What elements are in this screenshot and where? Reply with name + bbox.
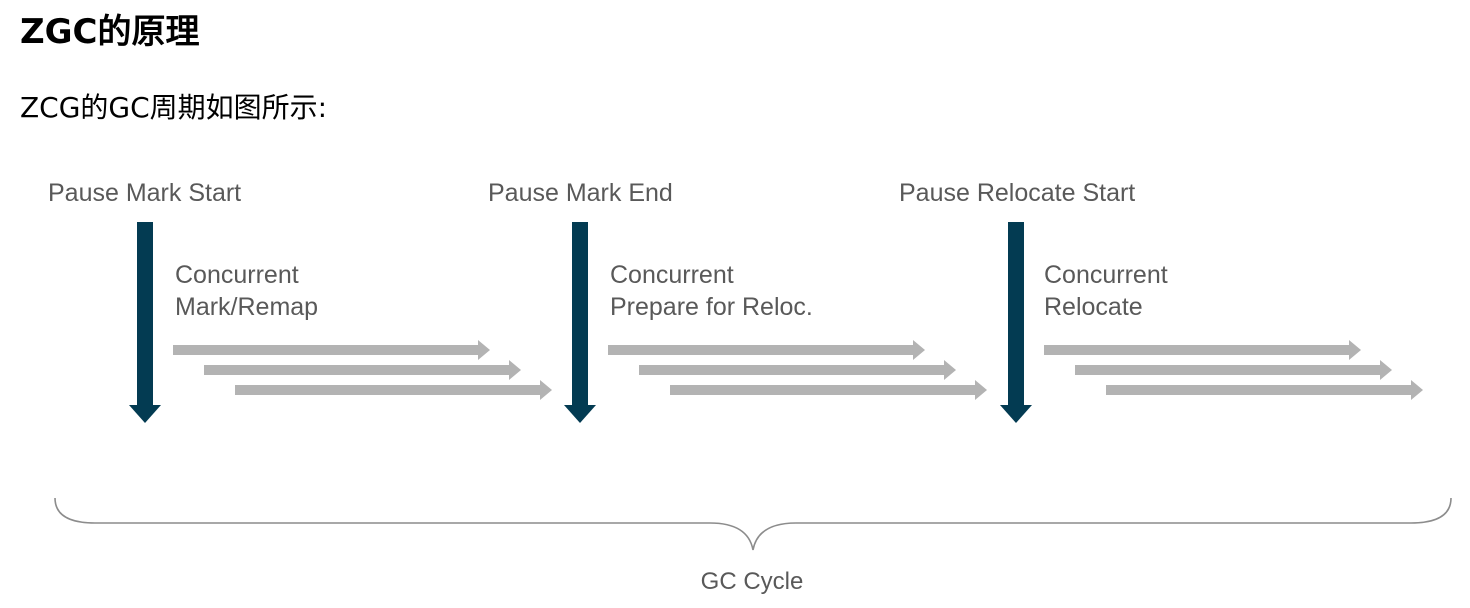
gc-cycle-brace bbox=[54, 497, 1452, 551]
intro-text: ZCG的GC周期如图所示: bbox=[20, 91, 328, 124]
pause-arrow-relocate-start bbox=[1000, 222, 1032, 423]
pause-arrow-mark-start bbox=[129, 222, 161, 423]
phase-3-line2: Relocate bbox=[1044, 293, 1143, 321]
concurrent-arrows-phase-3 bbox=[1044, 340, 1423, 400]
pause-relocate-start-label: Pause Relocate Start bbox=[899, 179, 1135, 207]
phase-1-line1: Concurrent bbox=[175, 261, 299, 289]
phase-1-line2: Mark/Remap bbox=[175, 293, 318, 321]
phase-3-line1: Concurrent bbox=[1044, 261, 1168, 289]
page-heading: ZGC的原理 bbox=[20, 12, 200, 52]
pause-arrow-mark-end bbox=[564, 222, 596, 423]
concurrent-arrows-phase-1 bbox=[173, 340, 552, 400]
concurrent-arrows-phase-2 bbox=[608, 340, 987, 400]
pause-mark-end-label: Pause Mark End bbox=[488, 179, 673, 207]
phase-2-line1: Concurrent bbox=[610, 261, 734, 289]
gc-cycle-label: GC Cycle bbox=[701, 568, 804, 595]
pause-mark-start-label: Pause Mark Start bbox=[48, 179, 241, 207]
phase-2-line2: Prepare for Reloc. bbox=[610, 293, 813, 321]
